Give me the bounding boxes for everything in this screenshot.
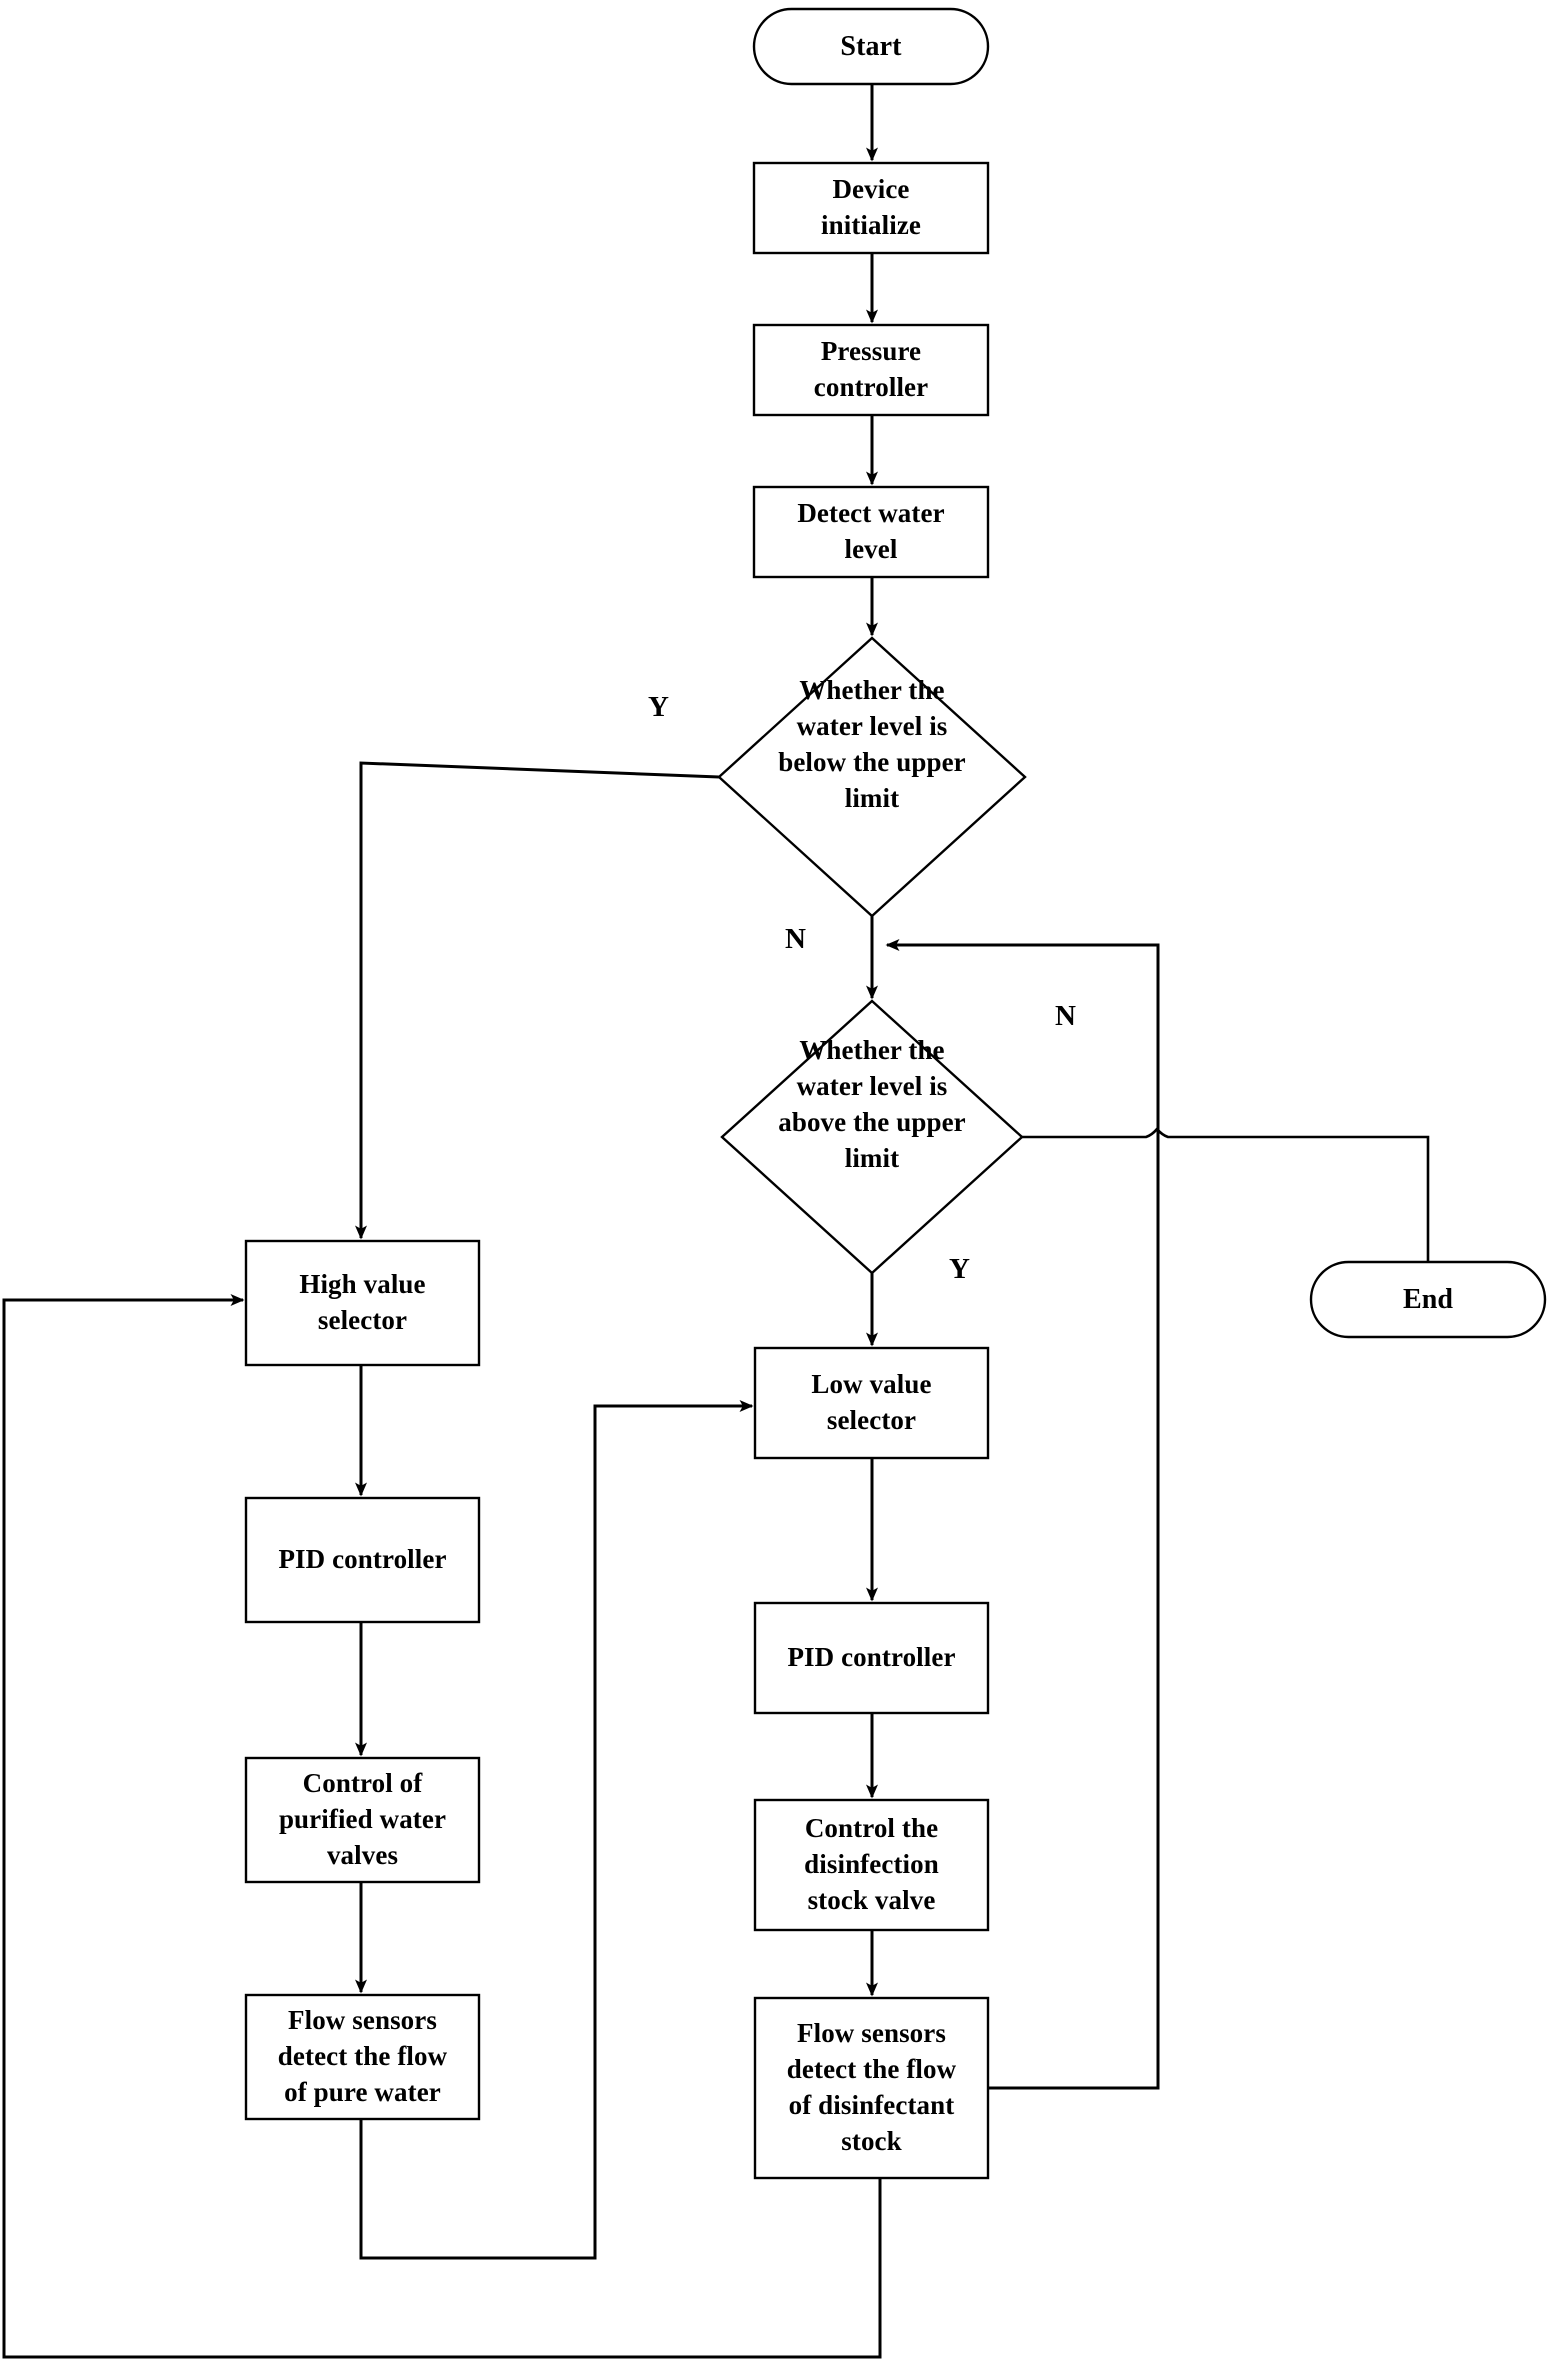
node-low-value-selector-shape bbox=[753, 1346, 990, 1460]
node-detect-water-level-shape bbox=[752, 485, 990, 579]
node-control-purified-water-valves-shape bbox=[244, 1756, 481, 1884]
node-flow-sensors-pure-water-shape bbox=[244, 1993, 481, 2121]
edge-flow-disinfectant-to-high-value-selector bbox=[2, 1294, 882, 2359]
node-start-shape bbox=[752, 7, 990, 86]
node-flow-sensors-disinfectant-stock-shape bbox=[753, 1996, 990, 2180]
edge-label-yes-below: Y bbox=[648, 691, 669, 723]
node-pid-controller-left-shape bbox=[244, 1496, 481, 1624]
node-pressure-controller-shape bbox=[752, 323, 990, 417]
edge-decision-above-no-to-end bbox=[1022, 1126, 1430, 1262]
edge-label-no-below: N bbox=[785, 923, 806, 955]
edge-label-yes-above: Y bbox=[949, 1253, 970, 1285]
node-control-disinfection-stock-valve-shape bbox=[753, 1798, 990, 1932]
node-decision-above-shape bbox=[720, 999, 1024, 1275]
node-decision-below-shape bbox=[717, 636, 1027, 918]
node-high-value-selector-shape bbox=[244, 1239, 481, 1367]
edge-label-no-above: N bbox=[1055, 1000, 1076, 1032]
node-end-shape bbox=[1309, 1260, 1547, 1339]
edge-decision-below-yes-to-high-value-selector bbox=[355, 761, 720, 1240]
edge-flow-disinfectant-to-decision-below-no-junction bbox=[885, 939, 1160, 2090]
edge-flow-pure-to-low-value-selector bbox=[359, 1400, 754, 2260]
node-pid-controller-right-shape bbox=[753, 1601, 990, 1715]
node-device-initialize-shape bbox=[752, 161, 990, 255]
